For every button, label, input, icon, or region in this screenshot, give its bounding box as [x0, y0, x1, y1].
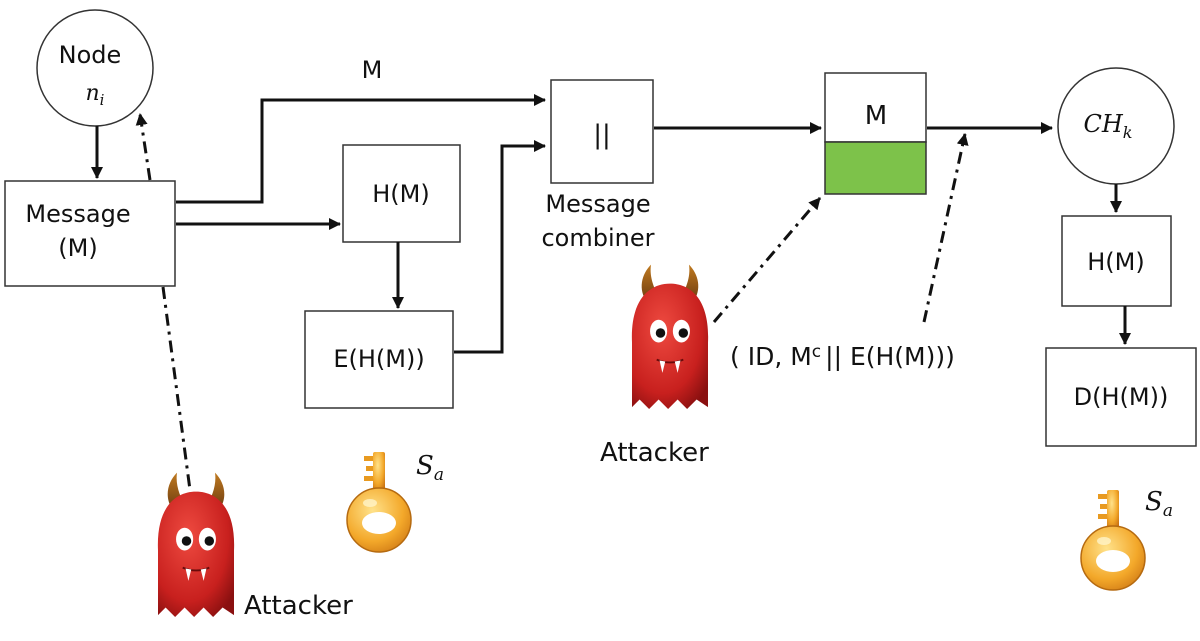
decrypt-box-label: D(H(M))	[1074, 383, 1169, 411]
message-box	[4, 180, 176, 287]
combiner-symbol: ||	[593, 120, 611, 150]
packet-contents-label: ( ID, Mc|| E(H(M)))	[730, 342, 955, 371]
attacker-label-center: Attacker	[600, 438, 709, 468]
key-label-sender: Sa	[416, 451, 444, 485]
encrypt-to-combiner-arrow	[454, 140, 546, 354]
cluster-head-label: CHk	[1084, 110, 1133, 142]
attacker-to-node-arrow	[135, 113, 152, 181]
node-circle	[36, 9, 154, 127]
node-label: Node	[59, 41, 122, 69]
attacker-to-packet-arrow	[712, 197, 822, 323]
combiner-label-line2: combiner	[541, 224, 654, 252]
packet-signature-field	[824, 141, 927, 195]
message-box-label: Message	[25, 200, 130, 228]
decrypt-box	[1045, 347, 1197, 447]
attacker-eavesdrop-line	[161, 286, 192, 491]
key-icon-sender	[346, 451, 412, 553]
m-arrow-label: M	[362, 56, 383, 84]
encrypt-box-label: E(H(M))	[333, 345, 424, 373]
attacker-icon-left	[156, 471, 236, 618]
hash-box	[342, 144, 461, 243]
packet-label: M	[865, 101, 887, 131]
hash-box-label: H(M)	[372, 180, 429, 208]
attacker-icon-center	[630, 263, 710, 410]
message-combiner-box	[550, 79, 654, 184]
key-label-receiver: Sa	[1145, 487, 1173, 521]
message-to-combiner-arrow	[176, 94, 546, 204]
message-box-sublabel: (M)	[58, 234, 97, 262]
packet-message-field	[824, 72, 927, 143]
attacker-to-link-arrow	[922, 133, 969, 323]
encrypt-box	[304, 310, 454, 409]
key-icon-receiver	[1080, 489, 1146, 591]
node-id-label: ni	[86, 81, 105, 109]
attacker-label-left: Attacker	[244, 591, 353, 621]
combiner-label-line1: Message	[545, 190, 650, 218]
receiver-hash-label: H(M)	[1087, 248, 1144, 276]
receiver-hash-box	[1061, 215, 1172, 307]
